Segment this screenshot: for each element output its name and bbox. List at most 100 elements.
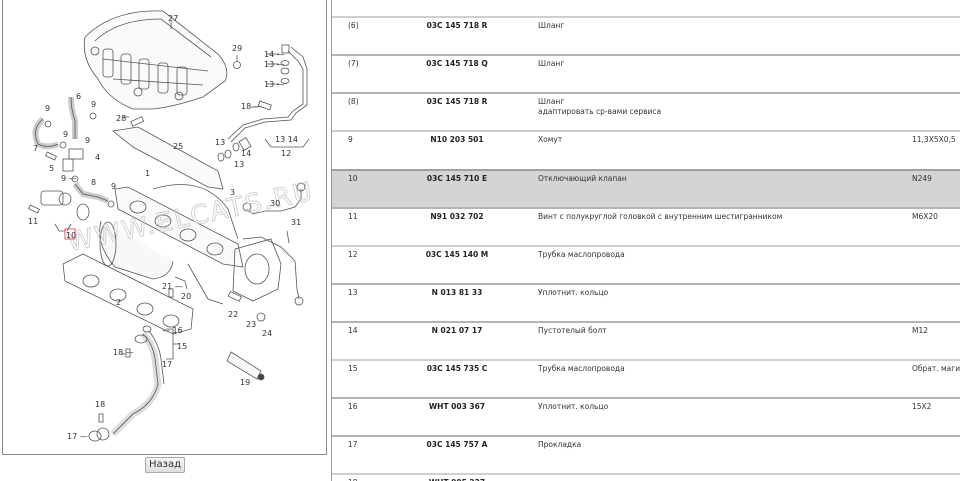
svg-text:28: 28 [116,114,126,123]
part-description: Винт с полукруглой головкой с внутренним… [538,212,783,221]
part-description: Шланг [538,59,565,68]
item-number: (8) [348,97,359,106]
svg-text:30: 30 [270,199,280,208]
svg-text:22: 22 [228,310,238,319]
svg-text:11: 11 [28,217,38,226]
svg-text:18 —: 18 — [113,348,134,357]
item-number: (6) [348,21,359,30]
part-description: Пустотелый болт [538,326,607,335]
svg-text:14 —: 14 — [264,50,285,59]
svg-text:19: 19 [240,378,250,387]
table-row[interactable]: 15 03C 145 735 C Трубка маслопровода Обр… [332,359,960,397]
part-number[interactable]: WHT 005 227 [402,478,512,481]
svg-text:9: 9 [63,130,68,139]
table-row[interactable]: 16 WHT 003 367 Уплотнит. кольцо 15X2 [332,397,960,435]
svg-text:8: 8 [91,178,96,187]
svg-text:— 16: — 16 [162,326,183,335]
table-row[interactable]: 11 N91 032 702 Винт с полукруглой головк… [332,207,960,245]
part-description: Шланг адаптировать ср-вами сервиса [538,97,898,117]
svg-text:12: 12 [281,149,291,158]
part-number[interactable]: 03C 145 710 E [426,174,488,183]
part-description: Трубка маслопровода [538,364,625,373]
table-row[interactable]: 13 N 013 81 33 Уплотнит. кольцо [332,283,960,321]
part-number[interactable]: WHT 003 367 [428,402,486,411]
svg-text:13 —: 13 — [264,60,285,69]
item-number: 18 [348,478,378,481]
part-number[interactable]: 03C 145 735 C [426,364,488,373]
item-number: (7) [348,59,359,68]
svg-text:23: 23 [246,320,256,329]
part-description: Трубка маслопровода [538,250,625,259]
part-number[interactable]: N 021 07 17 [431,326,483,335]
svg-text:24: 24 [262,329,272,338]
part-number[interactable]: 03C 145 140 M [425,250,489,259]
item-number: 13 [348,288,358,297]
item-number: 9 [348,135,353,144]
table-row-selected[interactable]: 10 03C 145 710 E Отключающий клапан N249 [332,169,960,207]
svg-text:13: 13 [215,138,225,147]
part-number[interactable]: N 013 81 33 [431,288,483,297]
svg-text:25: 25 [173,142,183,151]
part-note: 11,3X5X0,5 [912,135,956,144]
table-row[interactable]: 12 03C 145 140 M Трубка маслопровода [332,245,960,283]
table-row[interactable]: 14 N 021 07 17 Пустотелый болт M12 [332,321,960,359]
svg-text:29: 29 [232,44,242,53]
svg-text:13 14: 13 14 [275,135,298,144]
part-note: M6X20 [912,212,938,221]
item-number: 12 [348,250,358,259]
svg-text:2: 2 [116,298,121,307]
item-number: 17 [348,440,358,449]
back-button[interactable]: Назад [145,457,185,473]
part-description: Хомут [538,135,563,144]
part-note: N249 [912,174,932,183]
parts-table: (6) 03C 145 718 R Шланг (7) 03C 145 718 … [331,0,960,481]
part-description: Шланг [538,21,565,30]
part-number[interactable]: N10 203 501 [430,135,484,144]
svg-text:18: 18 [95,400,105,409]
item-number: 14 [348,326,358,335]
svg-text:27: 27 [168,14,178,23]
part-number[interactable]: 03C 145 757 A [426,440,488,449]
svg-text:18 —: 18 — [241,102,262,111]
table-row[interactable]: 9 N10 203 501 Хомут 11,3X5X0,5 [332,130,960,168]
svg-text:9 —: 9 — [61,174,77,183]
part-number[interactable]: 03C 145 718 Q [426,59,488,68]
part-description: Уплотнит. кольцо [538,288,609,297]
svg-text:17 —: 17 — [67,432,88,441]
part-number[interactable]: 03C 145 718 R [426,21,488,30]
part-note: 15X2 [912,402,932,411]
svg-text:13 —: 13 — [264,80,285,89]
part-note: M12 [912,326,929,335]
item-number: 10 [348,174,358,183]
part-description-line2: адаптировать ср-вами сервиса [538,107,662,116]
svg-text:1: 1 [145,169,150,178]
part-description: Уплотнит. кольцо [538,402,609,411]
svg-text:5: 5 [49,164,54,173]
table-row[interactable]: 17 03C 145 757 A Прокладка [332,435,960,473]
table-row[interactable]: (7) 03C 145 718 Q Шланг [332,54,960,92]
svg-text:6: 6 [76,92,81,101]
svg-text:14: 14 [241,149,251,158]
svg-text:4: 4 [95,153,100,162]
part-note: Обрат. магис [912,364,960,373]
table-row[interactable]: (8) 03C 145 718 R Шланг адаптировать ср-… [332,92,960,130]
part-description: Прокладка [538,440,582,449]
highlighted-callout-box[interactable] [64,228,76,240]
svg-text:7: 7 [33,144,38,153]
svg-text:31: 31 [291,218,301,227]
svg-text:20: 20 [181,292,191,301]
svg-text:9: 9 [111,182,116,191]
part-number[interactable]: N91 032 702 [430,212,484,221]
svg-text:13: 13 [234,160,244,169]
table-row[interactable]: 18 WHT 005 227 [332,473,960,481]
highlighted-callout-label[interactable]: 10 [66,231,76,240]
table-row[interactable]: (6) 03C 145 718 R Шланг [332,16,960,54]
table-row[interactable] [332,0,960,17]
svg-text:21 —: 21 — [162,282,183,291]
part-description-line1: Шланг [538,97,565,106]
svg-text:9: 9 [91,100,96,109]
part-number[interactable]: 03C 145 718 R [426,97,488,106]
